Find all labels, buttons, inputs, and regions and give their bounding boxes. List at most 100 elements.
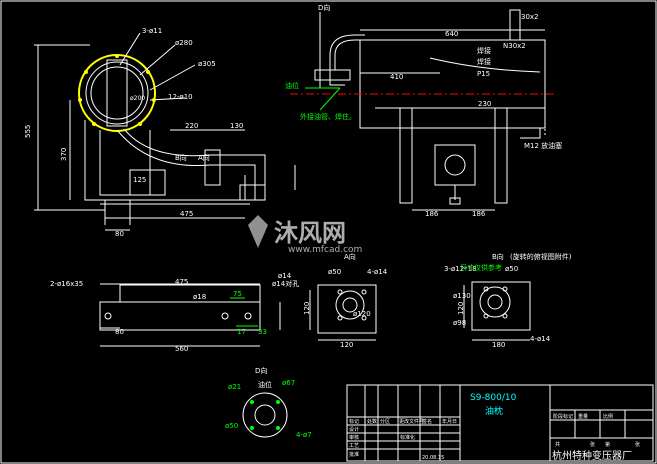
label-130: 130 <box>230 122 243 130</box>
label-green-note: 外接油管、焊住。 <box>300 112 356 121</box>
label-weld1: 焊接 <box>477 46 491 55</box>
label-b560: 560 <box>175 345 188 353</box>
bolt-hole <box>152 98 156 102</box>
label-475: 475 <box>180 210 193 218</box>
label-a-120v: 120 <box>303 302 311 315</box>
label-640: 640 <box>445 30 458 38</box>
legs <box>104 200 131 225</box>
tb-sheet-1: 张 <box>590 441 595 448</box>
green-leader2 <box>319 87 341 111</box>
front-view <box>314 9 546 211</box>
bracket-top <box>119 284 261 302</box>
label-b-3phi12: 3-ø12*18 <box>444 265 477 273</box>
tb-role-3: 批准 <box>349 451 359 458</box>
label-b-phi50: ø50 <box>505 265 518 273</box>
inner-curve <box>429 57 541 73</box>
tb-role-2: 工艺 <box>349 443 359 449</box>
label-b-phi98: ø98 <box>453 319 466 327</box>
label-30x2: 30x2 <box>521 13 539 21</box>
green-leaders <box>305 87 341 111</box>
b-flange <box>479 286 511 318</box>
bolt-hole <box>138 122 142 126</box>
d-flange-inner <box>254 404 276 426</box>
right-cap <box>520 45 546 139</box>
label-d-4phi7: 4-ø7 <box>296 431 312 439</box>
label-a-phi120: ø120 <box>353 310 371 318</box>
d-hole <box>250 426 254 430</box>
bracket-hole <box>104 312 112 320</box>
label-weld2: 焊接 <box>477 57 491 66</box>
drain-plug <box>449 197 461 205</box>
b-plate <box>471 281 531 331</box>
label-phi14b: ø14对孔 <box>272 279 299 288</box>
bolt-hole <box>92 122 96 126</box>
label-d-oil: 油位 <box>258 380 272 389</box>
leader3 <box>149 64 196 91</box>
label-g75: 75 <box>233 290 242 298</box>
a-flange <box>335 290 365 320</box>
bracket-hole3 <box>244 312 252 320</box>
b-bore <box>487 294 503 310</box>
label-phi14: ø14 <box>278 272 292 280</box>
body-outline <box>84 120 246 201</box>
label-bview-note: (旋转的俯视图附件) <box>510 252 572 261</box>
label-220: 220 <box>185 122 198 130</box>
label-g33: 33 <box>258 328 267 336</box>
label-a-phi50: ø50 <box>328 268 341 276</box>
a-plate <box>317 284 377 334</box>
label-n30x2: N30x2 <box>503 42 526 50</box>
tb-std: 标准化 <box>400 434 415 441</box>
d-view-green <box>250 400 280 430</box>
label-g17: 17 <box>237 328 246 336</box>
support-right <box>494 107 508 204</box>
label-aview: A向 <box>344 252 356 261</box>
label-b-4phi14: 4-ø14 <box>530 335 551 343</box>
a-view <box>309 284 377 341</box>
inner-flange-hole <box>444 154 466 176</box>
label-b-180: 180 <box>492 341 505 349</box>
tb-head-0: 标记 <box>349 418 359 425</box>
label-bview: B向 <box>492 252 504 261</box>
tank-body <box>359 39 546 129</box>
b-hole <box>483 286 489 292</box>
label-b-120v: 120 <box>457 302 465 315</box>
d-hole <box>250 400 254 404</box>
inner-flange <box>434 144 476 186</box>
label-phi11: 3-ø11 <box>142 27 162 35</box>
flange-a <box>204 149 221 186</box>
label-125: 125 <box>133 176 146 184</box>
base-plate <box>129 169 166 196</box>
tb-company: 杭州特种变压器厂 <box>552 449 632 462</box>
label-b-note-green: 尺寸仅供参考 <box>460 263 502 272</box>
label-phi18: ø18 <box>193 293 206 301</box>
tb-model: S9-800/10 <box>470 393 517 403</box>
flange-bore <box>90 66 144 120</box>
d-flange-outer <box>242 392 288 438</box>
label-a-120h: 120 <box>340 341 353 349</box>
pipe-curve <box>116 129 256 200</box>
pipe-flange <box>314 69 351 81</box>
bolt-hole <box>78 98 82 102</box>
b-hole <box>502 313 508 319</box>
tb-meta-2: 比例 <box>603 413 613 420</box>
inner-tube <box>106 59 128 127</box>
tb-date: 20.08.15 <box>422 455 444 461</box>
label-bview-top: B向 <box>175 153 187 162</box>
bracket-body <box>99 301 261 331</box>
bolt-hole <box>84 70 88 74</box>
label-186b: 186 <box>472 210 486 218</box>
d-hole <box>276 400 280 404</box>
label-dview-top: D向 <box>318 3 330 12</box>
a-hole <box>361 289 367 295</box>
label-410: 410 <box>390 73 403 81</box>
label-dview: D向 <box>255 366 267 375</box>
label-m12: M12 放油塞 <box>524 141 562 150</box>
tb-head-5: 年月日 <box>442 418 457 425</box>
tb-head-1: 处数 <box>367 418 377 425</box>
d-view <box>242 392 288 438</box>
tb-sheet-2: 第 <box>605 441 610 448</box>
flange-b <box>239 184 266 201</box>
label-d-phi50: ø50 <box>225 422 238 430</box>
